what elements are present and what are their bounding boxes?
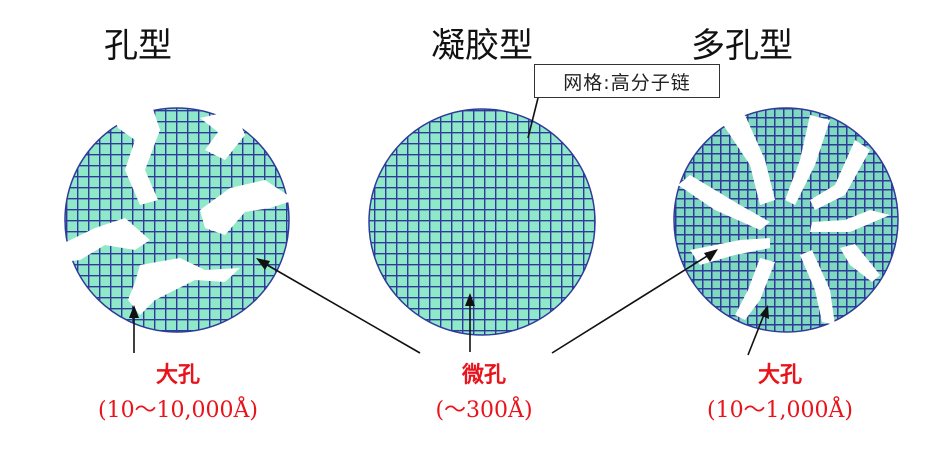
center-pore-label: 微孔 xyxy=(461,363,507,388)
macroporous-bead xyxy=(60,100,295,333)
center-pore-size: (～300Å) xyxy=(435,398,533,423)
gel-bead xyxy=(368,108,596,336)
left-pore-size: (10～10,000Å) xyxy=(97,398,259,423)
arrowheads xyxy=(129,249,769,319)
title-porous: 多孔型 xyxy=(691,26,793,66)
title-macroporous: 孔型 xyxy=(104,26,172,66)
title-gel: 凝胶型 xyxy=(431,26,533,66)
left-pore-label: 大孔 xyxy=(155,363,201,388)
porous-bead xyxy=(673,107,899,333)
arrow-right-macropore xyxy=(747,311,766,356)
callout-pointer xyxy=(527,97,539,139)
right-pore-size: (10～1,000Å) xyxy=(706,398,854,423)
arrows xyxy=(133,97,766,356)
arrow-center-to-left xyxy=(261,261,421,354)
right-pore-label: 大孔 xyxy=(757,363,803,388)
arrow-center-to-right xyxy=(551,252,713,354)
network-callout: 网格:高分子链 xyxy=(534,64,720,98)
